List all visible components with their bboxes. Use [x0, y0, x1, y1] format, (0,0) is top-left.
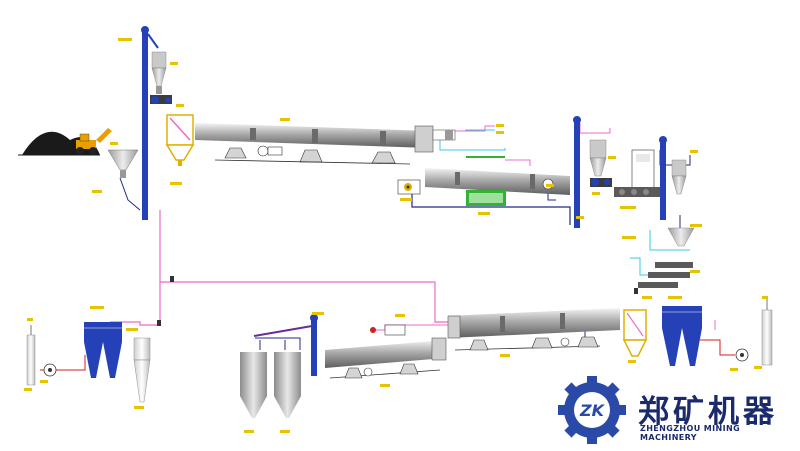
loader-icon — [76, 128, 112, 155]
pipe-navy-1 — [411, 188, 571, 225]
pipe-to-dustcollector — [110, 282, 161, 326]
pipe-silo-feed — [255, 337, 301, 350]
small-hopper-right — [667, 227, 695, 247]
vibrating-screens — [638, 262, 693, 288]
bucket-elevator-2 — [573, 116, 581, 228]
brand-name-en: ZHENGZHOU MINING MACHINERY — [640, 424, 741, 442]
bucket-elevator-4 — [310, 314, 318, 376]
cyclone-2 — [589, 139, 607, 177]
rotary-kiln-1 — [195, 123, 456, 165]
feed-hopper — [107, 149, 139, 178]
cyclone-3 — [671, 159, 687, 195]
screw-conveyor — [614, 187, 660, 197]
pipe-right-pink — [579, 123, 611, 134]
dust-collector-mid — [631, 149, 655, 191]
fan-left — [43, 363, 57, 377]
pipe-right-bottom-red — [700, 339, 735, 356]
pipe-cyan-1 — [439, 139, 506, 151]
valve-left-2 — [157, 320, 161, 326]
pipe-right-cyan — [649, 230, 690, 251]
feeder-2 — [590, 178, 612, 187]
brand-logo: ZK — [558, 376, 626, 444]
valve-right — [634, 288, 638, 294]
conveyor-top-silos — [253, 325, 313, 337]
rotary-kiln-2 — [447, 308, 620, 351]
burner-unit — [370, 324, 406, 336]
pipe-pink-top — [450, 125, 495, 132]
fan-right — [735, 348, 749, 362]
pipe-elev-feed — [119, 177, 141, 211]
product-silo-1 — [240, 352, 267, 418]
pipe-mill-pink — [372, 324, 448, 331]
hot-air-furnace-2 — [622, 309, 648, 357]
pipe-pink-kiln2 — [505, 159, 531, 166]
cyclone-left — [133, 337, 151, 403]
green-conveyor-box — [466, 190, 506, 206]
bag-dust-collector-right — [662, 306, 702, 366]
bag-dust-collector-left — [84, 322, 122, 378]
chimney-left — [26, 325, 36, 386]
hot-air-furnace — [165, 114, 195, 166]
brand-name-cn: 郑矿机器 — [638, 394, 778, 430]
rotary-kiln-3 — [325, 337, 447, 379]
bucket-elevator-1 — [141, 26, 159, 220]
product-silo-2 — [274, 352, 301, 418]
valve-left — [170, 276, 174, 282]
cyclone-1 — [151, 51, 167, 94]
chimney-right — [761, 298, 773, 366]
bucket-elevator-3 — [659, 136, 667, 220]
brand-logo-text: ZK — [579, 401, 606, 420]
crusher-1 — [397, 179, 421, 195]
feeder-1 — [150, 95, 172, 104]
equipment-tags — [24, 38, 768, 433]
pipe-return-line — [159, 262, 448, 323]
